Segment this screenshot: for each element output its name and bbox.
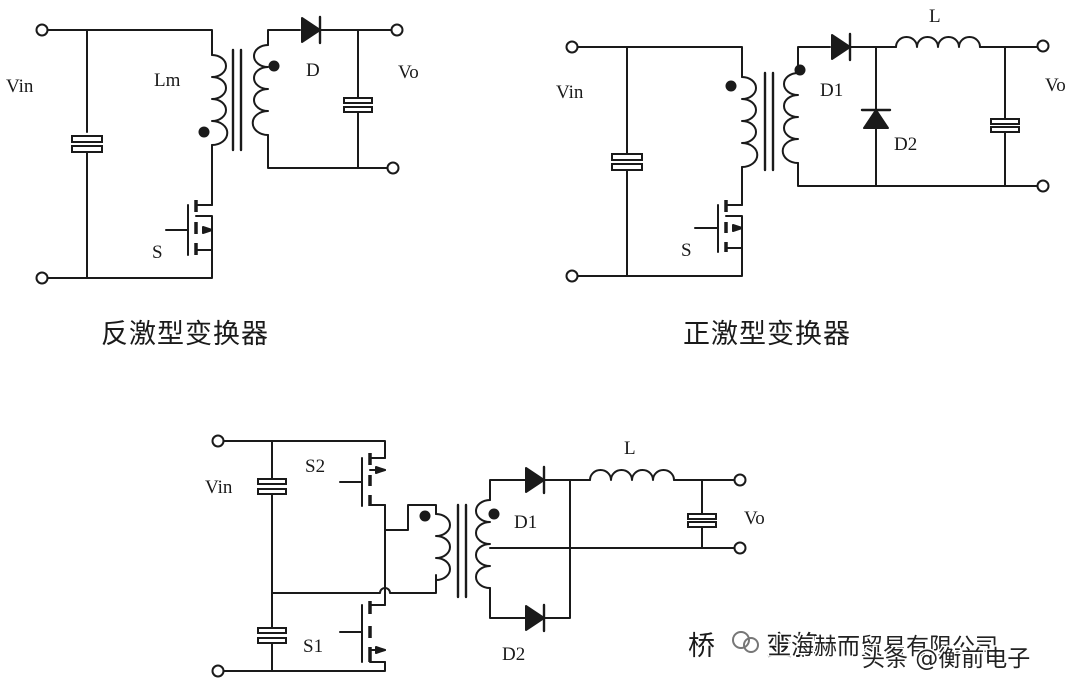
flyback-s-label: S: [152, 242, 163, 263]
bridge-d2-label: D2: [502, 644, 525, 665]
watermark-layer: 上海赫而贸易有限公司 头条 @衡前电子: [732, 631, 1032, 674]
watermark-source: 头条 @衡前电子: [862, 646, 1030, 672]
forward-vin-bottom-terminal: [565, 269, 579, 283]
forward-inductor: [895, 36, 981, 48]
bridge-d1-label: D1: [514, 512, 537, 533]
bridge-diode-d2: [525, 605, 545, 631]
flyback-d-label: D: [306, 60, 320, 81]
bridge-primary-top-wire: [384, 504, 437, 531]
flyback-vo-label: Vo: [398, 62, 419, 83]
forward-vo-bottom-terminal: [1036, 179, 1050, 193]
bridge-secondary-top-wire: [489, 479, 527, 501]
forward-wire-top: [571, 46, 743, 78]
flyback-wire-bottom: [47, 249, 213, 279]
bridge-wire-bottom: [217, 661, 386, 672]
flyback-secondary-dot: [268, 60, 280, 72]
bridge-primary-dot: [419, 510, 431, 522]
forward-vin-top-terminal: [565, 40, 579, 54]
bridge-output-capacitor: [687, 513, 717, 520]
bridge-rectifier-join: [543, 479, 591, 619]
flyback-wire-top: [47, 29, 213, 56]
forward-d1-label: D1: [820, 80, 843, 101]
flyback-vin-label: Vin: [6, 76, 34, 97]
flyback-secondary-bottom-wire: [267, 134, 391, 169]
bridge-mosfet-s2: [361, 457, 386, 507]
bridge-inductor: [589, 469, 675, 481]
forward-vo-top-terminal: [1036, 39, 1050, 53]
bridge-vo-bottom-terminal: [733, 541, 747, 555]
flyback-output-capacitor: [343, 97, 373, 104]
bridge-mosfet-s1: [361, 604, 386, 663]
bridge-title-prefix: 桥: [688, 631, 716, 662]
forward-secondary-top-wire: [797, 46, 831, 74]
forward-primary-dot: [725, 80, 737, 92]
forward-wire-bottom: [571, 247, 743, 277]
bridge-vo-top-terminal: [733, 473, 747, 487]
forward-output-capacitor: [990, 118, 1020, 125]
forward-secondary-bottom-wire: [797, 162, 1041, 187]
flyback-primary-winding: [211, 54, 229, 146]
bridge-cap-upper: [257, 478, 287, 485]
flyback-lm-label: Lm: [154, 70, 181, 91]
flyback-input-capacitor: [71, 135, 103, 143]
flyback-vo-top-terminal: [390, 23, 404, 37]
bridge-vin-bottom-terminal: [211, 664, 225, 678]
flyback-secondary-top-wire: [267, 29, 301, 46]
flyback-mosfet: [187, 204, 213, 256]
forward-diode-d1: [831, 34, 851, 60]
bridge-wire-top: [217, 440, 386, 459]
forward-primary-winding: [741, 76, 759, 168]
flyback-primary-dot: [198, 126, 210, 138]
forward-secondary-winding: [781, 72, 799, 164]
bridge-secondary-dot: [488, 508, 500, 520]
watermark-company: 上海赫而贸易有限公司: [768, 634, 998, 660]
forward-vo-label: Vo: [1045, 75, 1066, 96]
bridge-secondary-winding: [475, 499, 491, 589]
flyback-vin-bottom-terminal: [35, 271, 49, 285]
flyback-diode: [301, 17, 321, 43]
bridge-diode-d1: [525, 467, 545, 493]
bridge-converter: Vin S2 S1 D1 D2 L Vo 桥 变换: [205, 434, 822, 678]
forward-vin-label: Vin: [556, 82, 584, 103]
bridge-l-label: L: [624, 438, 636, 459]
flyback-vin-top-terminal: [35, 23, 49, 37]
bridge-vin-top-terminal: [211, 434, 225, 448]
forward-s-label: S: [681, 240, 692, 261]
bridge-midpoint-wire: [271, 574, 437, 594]
forward-l-label: L: [929, 6, 941, 27]
flyback-title: 反激型变换器: [101, 319, 269, 350]
flyback-vo-bottom-terminal: [386, 161, 400, 175]
forward-d2-label: D2: [894, 134, 917, 155]
bridge-s1-label: S1: [303, 636, 323, 657]
flyback-converter: Vin Lm D Vo S 反激型变换器: [6, 15, 419, 350]
forward-input-capacitor: [611, 153, 643, 161]
bridge-vin-label: Vin: [205, 477, 233, 498]
watermark-logo-icon: [732, 631, 759, 653]
bridge-vo-label: Vo: [744, 508, 765, 529]
bridge-title-visible: 变换: [766, 631, 822, 662]
forward-converter: Vin D1 D2 L Vo S 正激型变换器: [556, 6, 1066, 350]
forward-diode-d2: [863, 109, 889, 129]
bridge-primary-winding: [435, 513, 451, 581]
bridge-secondary-bottom-wire: [489, 587, 527, 619]
forward-mosfet: [717, 204, 743, 253]
bridge-cap-lower: [257, 627, 287, 634]
bridge-s2-label: S2: [305, 456, 325, 477]
forward-title: 正激型变换器: [683, 319, 851, 350]
forward-secondary-dot: [794, 64, 806, 76]
flyback-secondary-winding: [251, 44, 269, 136]
